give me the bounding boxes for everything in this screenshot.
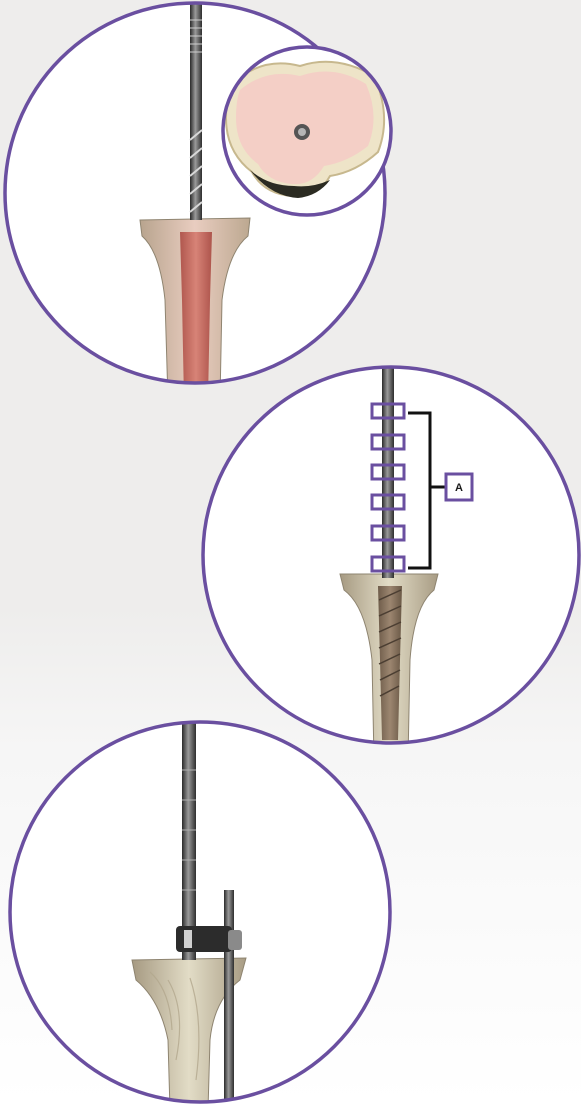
clamp-slot: [184, 930, 192, 948]
guide-rod: [382, 360, 394, 578]
clamp-knob: [228, 930, 242, 950]
depth-markings-panel: A: [203, 360, 579, 760]
reamer-shaft: [190, 0, 202, 220]
guide-clamp-panel: [10, 720, 390, 1104]
medullary-canal: [180, 232, 212, 400]
reamer-insertion-panel: [5, 0, 391, 400]
bone-cross-section-inset: [223, 47, 391, 215]
parallel-rod: [224, 890, 234, 1104]
guide-rod: [182, 720, 196, 960]
callout-label: A: [455, 482, 463, 494]
